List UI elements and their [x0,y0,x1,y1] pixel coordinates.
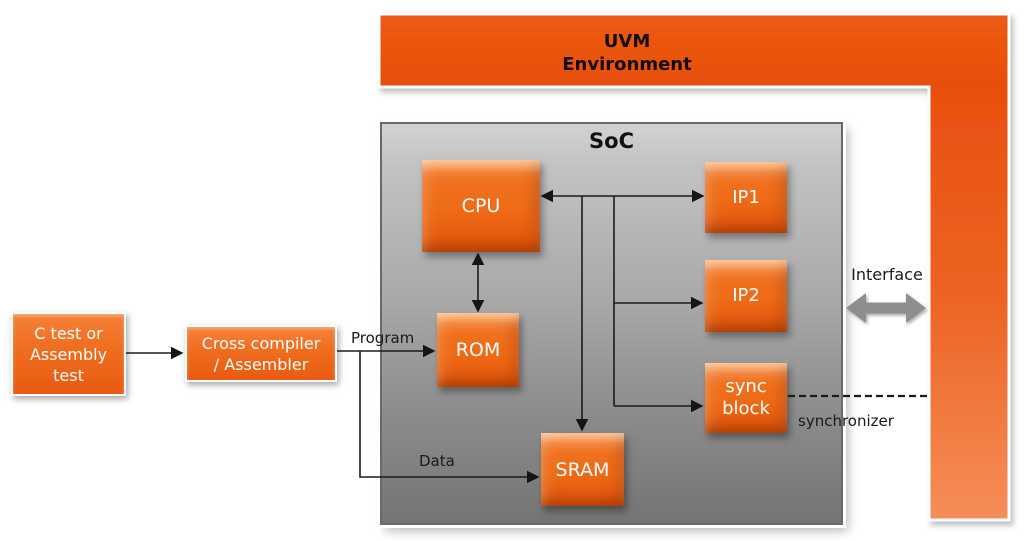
interface-label: Interface [851,265,923,284]
cross-compiler-line1: Cross compiler [201,333,321,353]
soc-title: SoC [589,129,634,153]
c-test-line3: test [53,365,84,385]
sync-block-line1: sync [725,376,767,397]
interface-double-arrow [846,293,926,323]
synchronizer-label: synchronizer [798,412,894,430]
cross-compiler-box: Cross compiler / Assembler [185,325,337,382]
sync-block: sync block [705,363,787,433]
cross-compiler-line2: / Assembler [213,354,309,374]
program-label: Program [351,329,415,347]
ip2-block: IP2 [705,260,787,332]
data-label: Data [419,452,455,470]
rom-block: ROM [437,313,519,387]
ip1-block: IP1 [705,162,787,233]
uvm-environment-title-line1: UVM [603,31,651,52]
cpu-block: CPU [422,160,540,252]
c-test-line1: C test or [34,323,103,343]
uvm-environment-title-line2: Environment [562,54,692,75]
uvm-environment-title: UVM Environment [437,30,817,76]
sync-block-line2: block [722,398,770,419]
c-test-box: C test or Assembly test [11,312,126,396]
sram-block: SRAM [541,433,624,506]
c-test-line2: Assembly [29,344,108,364]
